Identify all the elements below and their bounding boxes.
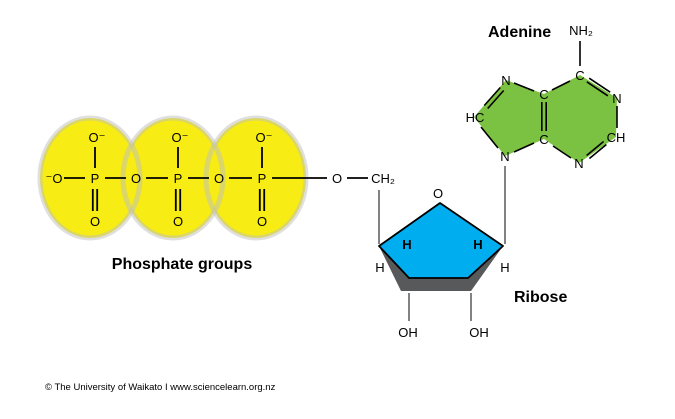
atom-ch2: CH₂ — [371, 171, 395, 186]
phosphate-circle-1 — [40, 118, 140, 238]
bond-c6-n1-double-a — [588, 77, 611, 93]
atom-n-pyrimidine-right: N — [612, 91, 621, 106]
atom-ribose-oh-left: OH — [398, 325, 418, 340]
bond-c8-n9 — [480, 126, 499, 149]
bond-c2-n3-double-a — [586, 140, 605, 157]
bond-n7-c5 — [513, 82, 535, 92]
phosphate-groups-label: Phosphate groups — [112, 256, 253, 273]
ribose-section: O H H H H OH OH Ribose — [375, 166, 567, 340]
atom-ribose-h-outer-left: H — [375, 260, 384, 275]
phosphate-circle-2 — [123, 118, 223, 238]
bond-n7-c8-double-b — [487, 89, 505, 110]
atom-o-bottom-2: O — [173, 214, 183, 229]
atom-p2: P — [174, 171, 183, 186]
atom-o-bridge-2: O — [214, 171, 224, 186]
bond-c6-n1-double-b — [586, 81, 609, 97]
bond-c2-n3-double-b — [588, 143, 607, 160]
atom-p3: P — [258, 171, 267, 186]
atom-p1: P — [91, 171, 100, 186]
bond-n7-c8-double-a — [483, 86, 501, 107]
ribose-rim — [379, 246, 503, 291]
adenine-section: NH₂ N HC N C C C N CH N Adenine — [466, 23, 626, 171]
atom-o-minus-top-1: O⁻ — [89, 130, 106, 145]
phosphate-circle-1-outline — [37, 115, 143, 241]
atom-o-bridge-1: O — [131, 171, 141, 186]
atom-o-minus-left: ⁻O — [46, 171, 63, 186]
atom-c-fusion-top: C — [539, 87, 548, 102]
atom-ribose-oh-right: OH — [469, 325, 489, 340]
atom-n-imidazole-top: N — [501, 73, 510, 88]
atom-ribose-h-inner-left: H — [402, 237, 411, 252]
atom-ribose-o: O — [433, 186, 443, 201]
sugar-phosphate-chain: O CH₂ — [332, 171, 395, 244]
atom-o-minus-top-2: O⁻ — [172, 130, 189, 145]
copyright-text: © The University of Waikato I www.scienc… — [45, 382, 276, 393]
atom-o-bottom-1: O — [90, 214, 100, 229]
ribose-pentagon — [378, 202, 504, 279]
atom-ribose-h-inner-right: H — [473, 237, 482, 252]
atom-hc-imidazole: HC — [466, 110, 485, 125]
atom-nh2: NH₂ — [569, 23, 593, 38]
atom-chain-o: O — [332, 171, 342, 186]
atom-o-minus-top-3: O⁻ — [256, 130, 273, 145]
atom-ch-pyrimidine: CH — [607, 130, 626, 145]
atom-o-bottom-3: O — [257, 214, 267, 229]
atom-ribose-h-outer-right: H — [500, 260, 509, 275]
bond-n3-c4 — [552, 145, 572, 159]
atom-n-pyrimidine-bottom: N — [574, 156, 583, 171]
atom-n-imidazole-bottom: N — [500, 149, 509, 164]
ribose-label: Ribose — [514, 289, 567, 306]
phosphate-groups-section: ⁻O P P P O O O⁻ O⁻ O⁻ O O O Phosphate gr… — [37, 115, 368, 273]
atom-c-fusion-bottom: C — [539, 132, 548, 147]
bond-c5-c6 — [551, 80, 571, 91]
adenine-label: Adenine — [488, 24, 551, 41]
bond-n9-c4 — [513, 142, 535, 153]
atom-c-amino: C — [575, 68, 584, 83]
phosphate-circle-3 — [206, 118, 306, 238]
